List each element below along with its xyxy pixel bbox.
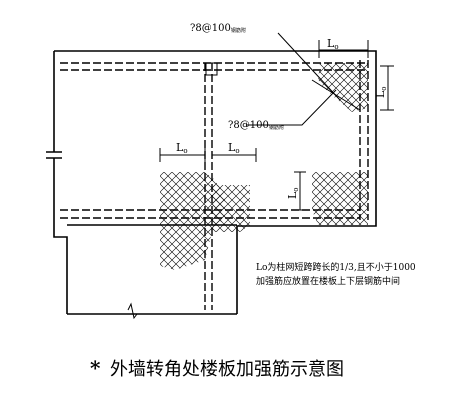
lo-label-vertical: Lo <box>286 187 300 199</box>
lo-label-center-left: Lo <box>176 141 188 155</box>
rebar-label-top: ?8@100钢筋附 <box>190 23 246 34</box>
leader-lines <box>246 32 361 126</box>
lo-label-right: Lo <box>374 86 388 98</box>
column-marker <box>205 62 218 76</box>
lo-label-center-right: Lo <box>228 141 240 155</box>
lo-label-top: Lo <box>327 37 339 51</box>
note-line-2: 加强筋应放置在楼板上下层钢筋中间 <box>256 275 400 287</box>
break-mark <box>46 151 62 159</box>
dim-lo-top: Lo <box>318 37 369 58</box>
page-title: 外墙转角处楼板加强筋示意图 <box>110 359 344 380</box>
zone-center-right <box>212 185 250 232</box>
dim-lo-right: Lo <box>374 65 394 111</box>
dim-lo-vertical-center: Lo <box>286 171 306 211</box>
rebar-label-mid: ?8@100钢筋附 <box>228 120 284 131</box>
note-line-1: Lo为柱网短跨跨长的1/3,且不小于1000 <box>256 261 416 273</box>
zone-top-right <box>318 63 368 112</box>
zone-center-left <box>160 172 225 270</box>
reinforcement-zones <box>160 63 368 270</box>
dim-lo-center: Lo Lo <box>159 141 257 162</box>
title-marker: * <box>90 356 101 380</box>
wall-outlines <box>46 50 377 320</box>
zone-right <box>312 172 368 225</box>
break-symbol-bottom <box>127 302 138 320</box>
